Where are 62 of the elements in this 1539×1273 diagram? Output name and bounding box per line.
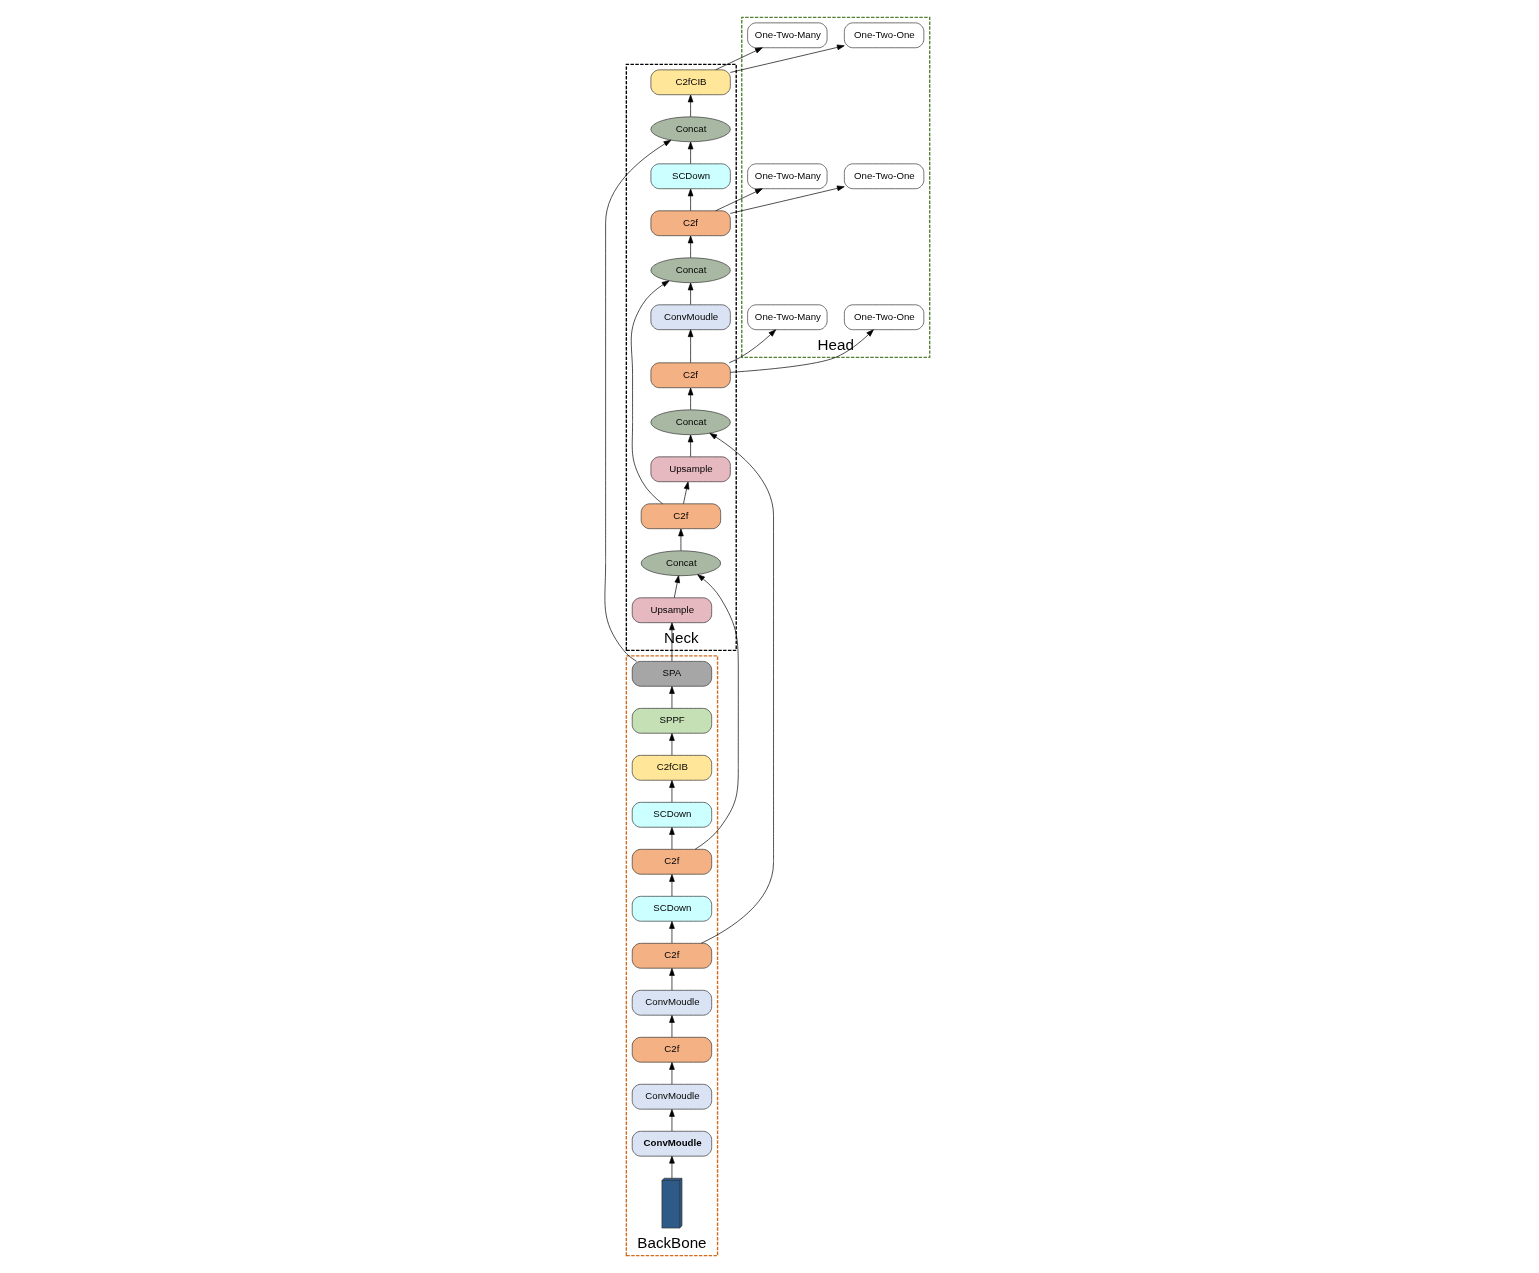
arrow [668, 1109, 675, 1132]
arrow [694, 574, 739, 850]
node-box: One-Two-Many [746, 304, 827, 331]
arrow [668, 827, 675, 850]
arrow [677, 528, 684, 551]
arrow [668, 1155, 675, 1179]
arrow [729, 185, 845, 214]
arrow [668, 686, 675, 709]
node-box: One-Two-Many [746, 163, 827, 190]
node-box: ConvMoudle [631, 1130, 712, 1157]
node-ellipse: Concat [650, 409, 731, 436]
node-box: Upsample [631, 597, 712, 624]
node-box: SPA [631, 661, 712, 687]
node-box: C2f [631, 942, 712, 969]
node-box: C2f [650, 362, 731, 389]
arrow [687, 329, 693, 363]
arrow [687, 434, 693, 457]
node-box: C2f [640, 503, 721, 530]
node-box: One-Two-One [843, 163, 924, 190]
node-box: SCDown [631, 896, 712, 922]
arrow [668, 1015, 675, 1038]
arrow [668, 921, 675, 944]
node-box: C2fCIB [631, 755, 712, 781]
arrow [687, 188, 693, 211]
node-box: C2f [631, 1036, 712, 1063]
node-box: One-Two-One [843, 304, 924, 331]
arrow [668, 1062, 675, 1085]
node-box: C2f [631, 849, 712, 875]
arrow [630, 280, 669, 505]
arrow [700, 432, 774, 944]
node-box: SCDown [650, 163, 731, 190]
arrow [668, 733, 675, 756]
node-box: C2fCIB [650, 69, 731, 96]
arrow [668, 874, 675, 897]
arrow [682, 481, 689, 504]
node-ellipse: Concat [650, 116, 731, 143]
node-box: SPPF [631, 708, 712, 734]
node-box: SCDown [631, 802, 712, 828]
arrow [687, 94, 693, 117]
arrow [668, 780, 675, 803]
arrow [728, 329, 776, 364]
node-box: C2f [650, 210, 731, 237]
arrow [673, 575, 680, 598]
node-ellipse: Concat [650, 257, 731, 284]
node-box: Upsample [650, 456, 731, 483]
arrow [687, 282, 693, 305]
arrow [687, 387, 693, 410]
arrow [729, 44, 845, 73]
node-box: ConvMoudle [631, 1083, 712, 1110]
node-box: ConvMoudle [631, 989, 712, 1016]
arrow [687, 141, 693, 164]
arrow [714, 188, 763, 212]
arrow [687, 235, 693, 258]
node-box: One-Two-One [843, 22, 924, 49]
node-ellipse: Concat [640, 550, 721, 577]
arrow [714, 47, 763, 71]
arrow [729, 329, 874, 373]
node-box: One-Two-Many [746, 22, 827, 49]
node-box: ConvMoudle [650, 304, 731, 331]
arrow [604, 139, 671, 662]
arrow [668, 622, 675, 662]
arrow [668, 968, 675, 991]
